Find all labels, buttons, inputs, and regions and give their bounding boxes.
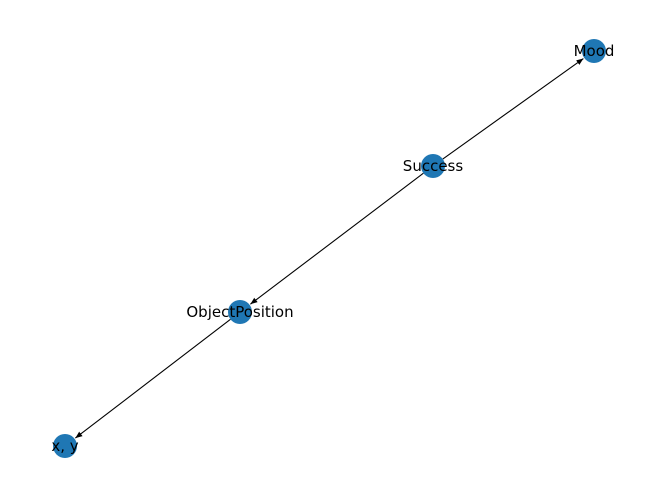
edge-object_position-to-xy bbox=[74, 318, 231, 439]
node-success: Success bbox=[403, 154, 464, 178]
node-label-object_position: ObjectPosition bbox=[186, 303, 293, 321]
node-label-mood: Mood bbox=[574, 42, 615, 60]
node-object_position: ObjectPosition bbox=[186, 300, 294, 324]
edge-success-to-mood bbox=[442, 58, 584, 160]
node-circle-mood bbox=[582, 39, 606, 63]
node-label-xy: x, y bbox=[51, 437, 78, 455]
node-mood: Mood bbox=[574, 39, 615, 63]
node-circle-xy bbox=[53, 434, 77, 458]
edges-layer bbox=[74, 58, 584, 439]
node-circle-object_position bbox=[228, 300, 252, 324]
node-circle-success bbox=[421, 154, 445, 178]
node-label-success: Success bbox=[403, 157, 464, 175]
node-xy: x, y bbox=[51, 434, 79, 458]
edge-success-to-object_position bbox=[250, 172, 424, 305]
